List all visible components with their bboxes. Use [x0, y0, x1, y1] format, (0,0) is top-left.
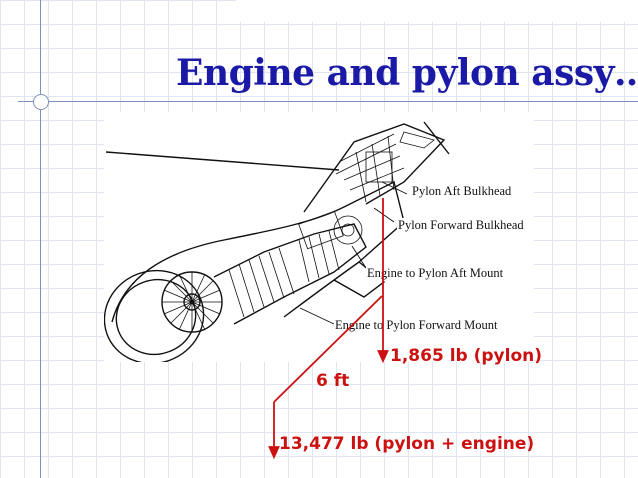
pylon-weight-label: 1,865 lb (pylon) — [390, 346, 543, 366]
leader-aft-bulkhead — [381, 181, 408, 195]
callout-aft-mount: Engine to Pylon Aft Mount — [366, 266, 505, 281]
slide-title: Engine and pylon assy… — [176, 52, 638, 94]
slide-rail-ornament — [33, 94, 49, 110]
leader-forward-mount — [299, 307, 335, 325]
distance-label: 6 ft — [316, 371, 350, 391]
slide-rail-vertical — [40, 0, 41, 478]
nacelle-shell — [111, 180, 405, 323]
engine-cutaway-svg — [104, 121, 450, 362]
slide-top-band — [236, 0, 638, 22]
total-load-arrowhead — [268, 446, 280, 460]
leader-aft-mount — [351, 245, 367, 269]
callout-pylon-forward-bulkhead: Pylon Forward Bulkhead — [397, 218, 525, 233]
slide-rail-horizontal — [18, 101, 638, 102]
pylon — [303, 123, 446, 213]
callout-pylon-aft-bulkhead: Pylon Aft Bulkhead — [411, 184, 513, 199]
leader-forward-bulkhead — [373, 207, 395, 223]
engine-core — [213, 223, 367, 325]
inlet-lip — [104, 269, 205, 362]
callout-forward-mount: Engine to Pylon Forward Mount — [334, 318, 499, 333]
inlet-inner — [115, 278, 197, 356]
wing-line — [105, 151, 340, 171]
wing-edge — [423, 121, 450, 155]
total-weight-label: 13,477 lb (pylon + engine) — [279, 434, 535, 454]
